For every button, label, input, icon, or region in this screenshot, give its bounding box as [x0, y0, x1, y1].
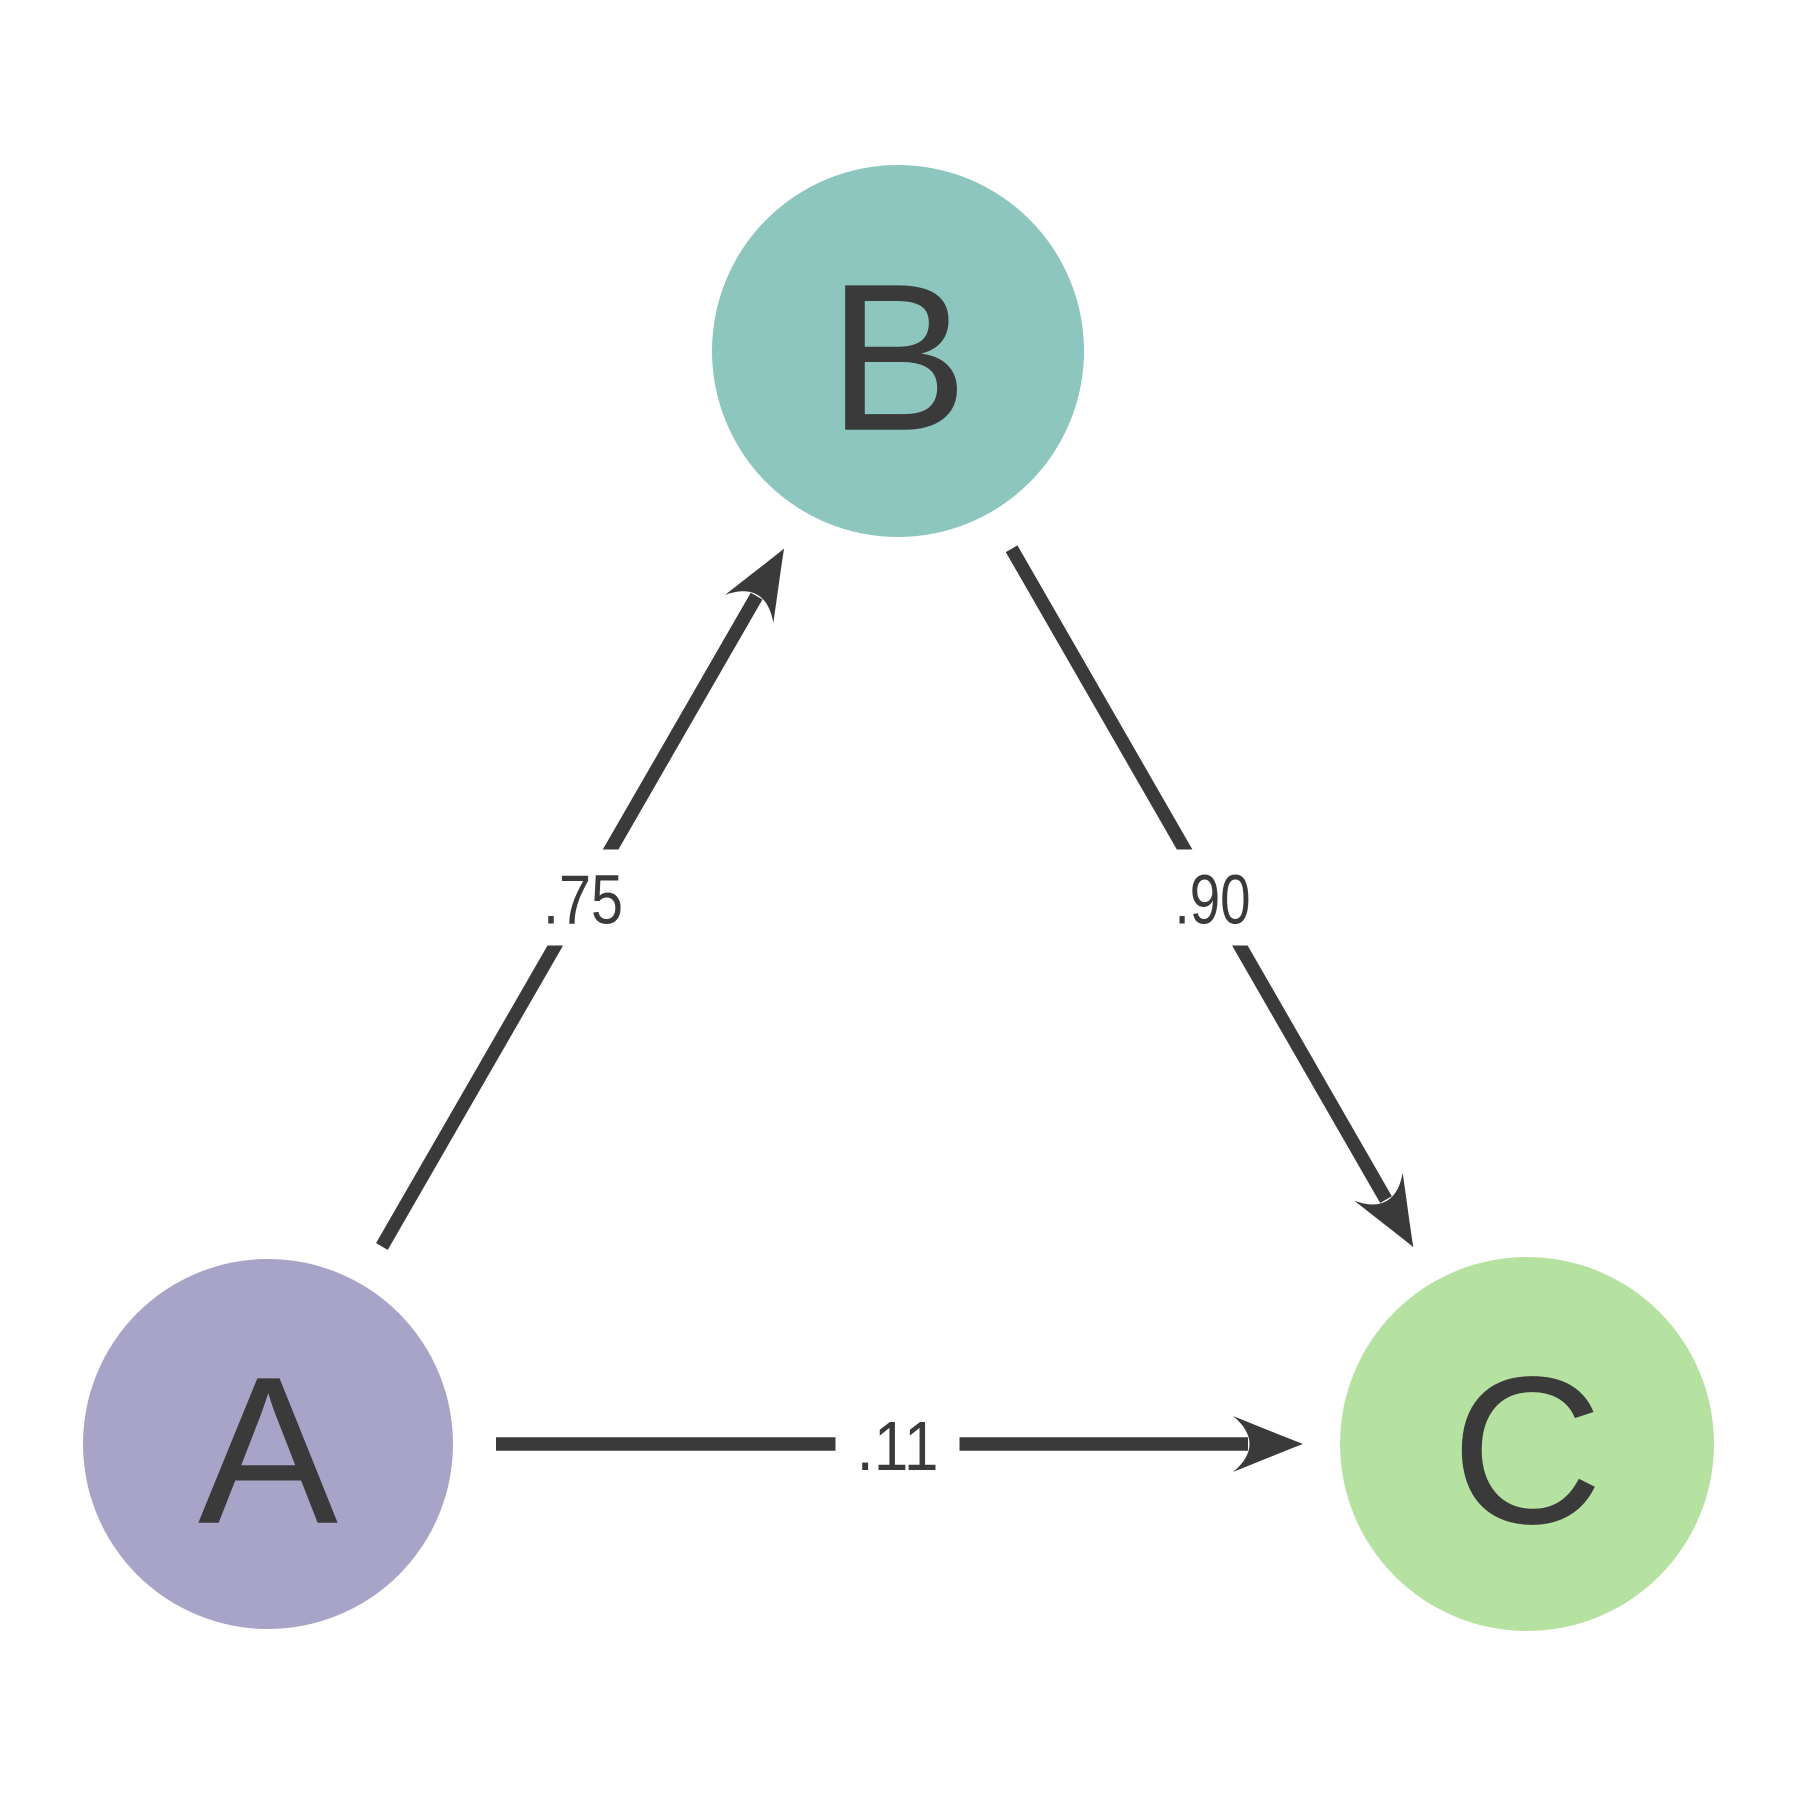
edge-b-c-weight: .90 — [1175, 861, 1251, 939]
node-b-label: B — [828, 240, 968, 475]
node-a-circle — [83, 1259, 453, 1629]
node-a-label: A — [198, 1333, 338, 1568]
node-b-circle — [712, 165, 1084, 537]
edge-a-c-weight-background — [835, 1396, 960, 1492]
edge-a-b-arrowhead-icon — [724, 548, 785, 624]
node-a: A — [83, 1259, 453, 1629]
edge-a-b: .75 — [376, 548, 785, 1250]
edge-a-c-weight: .11 — [857, 1407, 939, 1485]
edge-a-c: .11 — [496, 1396, 1303, 1492]
node-c: C — [1340, 1257, 1714, 1631]
node-c-label: C — [1451, 1333, 1603, 1568]
node-c-circle — [1340, 1257, 1714, 1631]
edge-b-c-weight-background — [1152, 849, 1273, 946]
edge-b-c: .90 — [1005, 545, 1414, 1248]
edge-b-c-arrowhead-icon — [1354, 1172, 1414, 1248]
node-b: B — [712, 165, 1084, 537]
edge-a-b-weight: .75 — [543, 861, 623, 939]
edge-a-b-weight-background — [523, 849, 643, 946]
edge-a-c-arrowhead-icon — [1233, 1416, 1303, 1472]
